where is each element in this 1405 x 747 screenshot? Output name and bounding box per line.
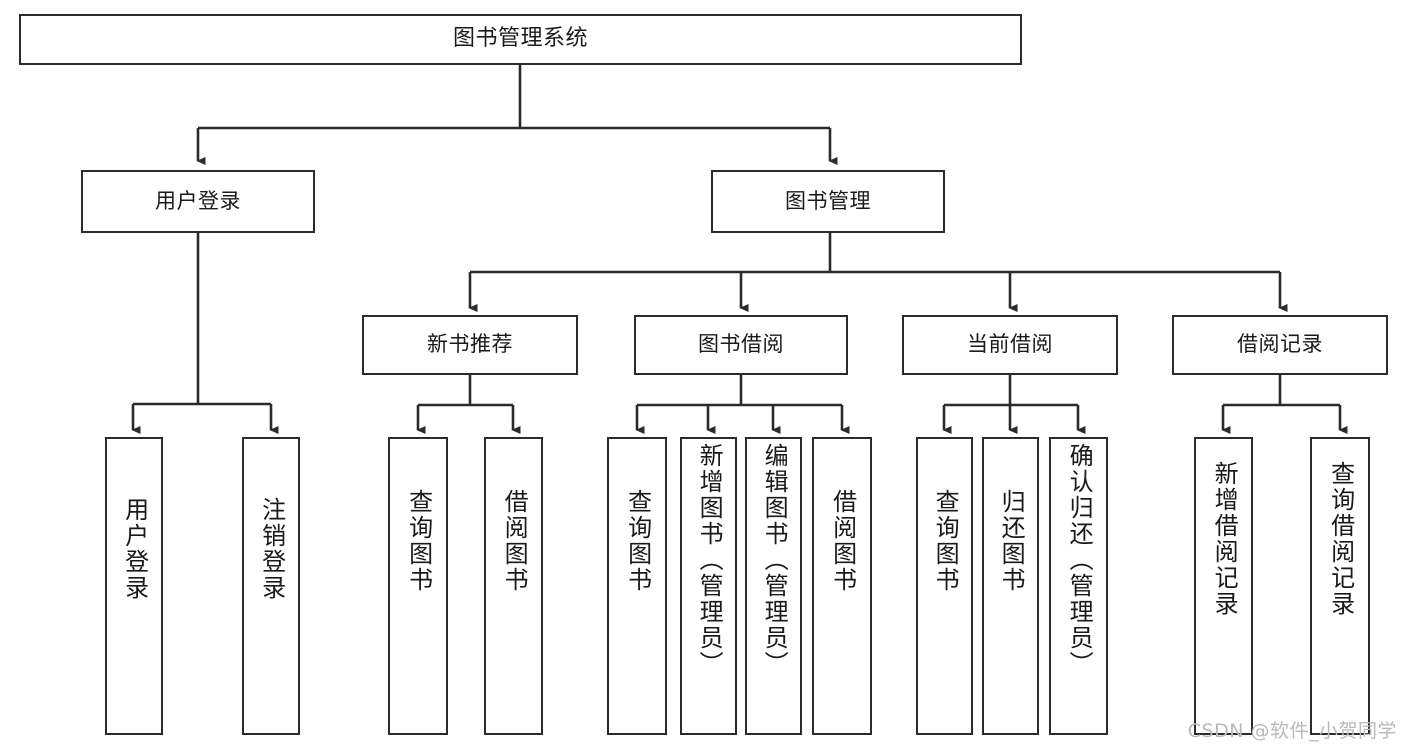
node-leaf-query-borrow-record[interactable]: 查询借阅记录	[1310, 437, 1370, 735]
node-new-book-recommend[interactable]: 新书推荐	[362, 315, 578, 375]
node-leaf-borrow-book[interactable]: 借阅图书	[812, 437, 872, 735]
node-leaf-confirm-return-admin[interactable]: 确认归还（管理员）	[1049, 437, 1108, 735]
node-leaf-user-login[interactable]: 用户登录	[105, 437, 163, 735]
node-leaf-query-book-recommend[interactable]: 查询图书	[388, 437, 448, 735]
node-leaf-add-book-admin[interactable]: 新增图书（管理员）	[680, 437, 737, 735]
node-leaf-add-borrow-record-label: 新增借阅记录	[1210, 461, 1239, 617]
node-leaf-borrow-book-recommend[interactable]: 借阅图书	[484, 437, 543, 735]
node-leaf-borrow-book-label: 借阅图书	[828, 489, 857, 593]
node-current-borrow-label: 当前借阅	[967, 332, 1053, 357]
node-book-borrow[interactable]: 图书借阅	[634, 315, 848, 375]
node-root[interactable]: 图书管理系统	[19, 14, 1022, 65]
node-leaf-query-book-borrow[interactable]: 查询图书	[607, 437, 667, 735]
node-current-borrow[interactable]: 当前借阅	[902, 315, 1118, 375]
watermark: CSDN @软件_小贺同学	[1187, 720, 1397, 742]
node-leaf-query-book-borrow-label: 查询图书	[623, 489, 652, 593]
node-book-management-label: 图书管理	[785, 188, 871, 213]
node-leaf-add-book-admin-label: 新增图书（管理员）	[695, 443, 724, 677]
node-user-login-label: 用户登录	[155, 188, 241, 213]
node-new-book-recommend-label: 新书推荐	[427, 332, 513, 357]
node-leaf-return-book[interactable]: 归还图书	[982, 437, 1039, 735]
node-leaf-edit-book-admin-label: 编辑图书（管理员）	[760, 443, 789, 677]
node-borrow-record-label: 借阅记录	[1237, 332, 1323, 357]
node-book-management[interactable]: 图书管理	[711, 170, 945, 233]
node-leaf-logout-label: 注销登录	[257, 497, 286, 601]
node-leaf-query-book-current[interactable]: 查询图书	[916, 437, 973, 735]
node-user-login[interactable]: 用户登录	[81, 170, 315, 233]
node-borrow-record[interactable]: 借阅记录	[1172, 315, 1388, 375]
node-leaf-add-borrow-record[interactable]: 新增借阅记录	[1194, 437, 1253, 735]
node-leaf-user-login-label: 用户登录	[120, 497, 149, 601]
node-leaf-confirm-return-admin-label: 确认归还（管理员）	[1065, 443, 1094, 677]
node-leaf-query-book-recommend-label: 查询图书	[404, 489, 433, 593]
node-leaf-edit-book-admin[interactable]: 编辑图书（管理员）	[745, 437, 802, 735]
node-leaf-query-book-current-label: 查询图书	[931, 489, 960, 593]
node-leaf-query-borrow-record-label: 查询借阅记录	[1326, 461, 1355, 617]
node-root-label: 图书管理系统	[452, 26, 588, 52]
node-leaf-logout[interactable]: 注销登录	[242, 437, 300, 735]
node-leaf-return-book-label: 归还图书	[997, 489, 1026, 593]
node-leaf-borrow-book-recommend-label: 借阅图书	[500, 489, 529, 593]
node-book-borrow-label: 图书借阅	[698, 332, 784, 357]
